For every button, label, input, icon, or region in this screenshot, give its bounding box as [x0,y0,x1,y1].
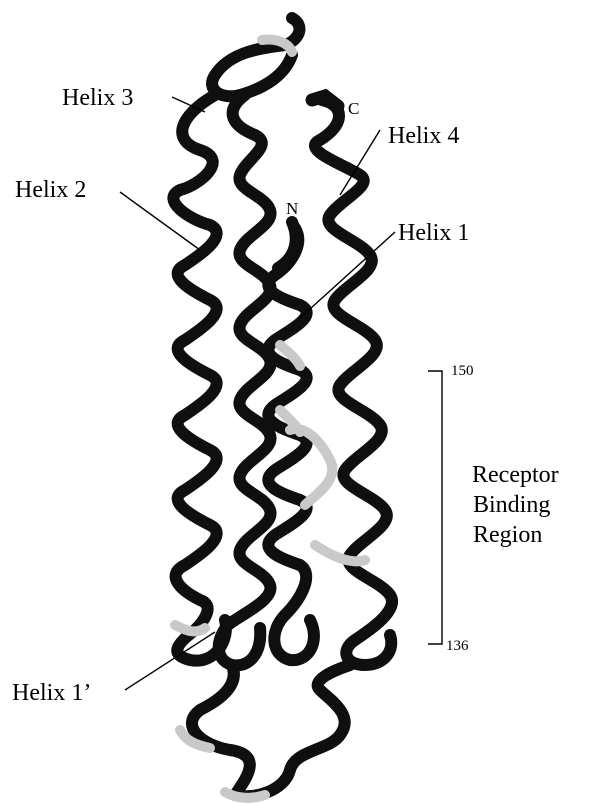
label-receptor: Receptor [472,462,559,488]
label-n-terminus: N [286,199,298,218]
label-residue-136: 136 [446,638,469,654]
label-helix-4: Helix 4 [388,123,459,149]
helix-1-prime-light [175,625,205,631]
label-helix-2: Helix 2 [15,177,86,203]
helix-2-ribbon [173,95,216,630]
label-c-terminus: C [348,99,359,118]
label-helix-1: Helix 1 [398,220,469,246]
label-helix-1-prime: Helix 1’ [12,680,91,706]
label-region: Region [473,522,542,548]
bottom-tail-loop [192,665,350,796]
binding-region-bracket [428,371,442,644]
label-residue-150: 150 [451,363,474,379]
label-binding: Binding [473,492,550,518]
bottom-loops [177,615,391,665]
label-helix-3: Helix 3 [62,85,133,111]
top-loop [212,18,299,96]
n-terminus-segment [278,222,296,268]
